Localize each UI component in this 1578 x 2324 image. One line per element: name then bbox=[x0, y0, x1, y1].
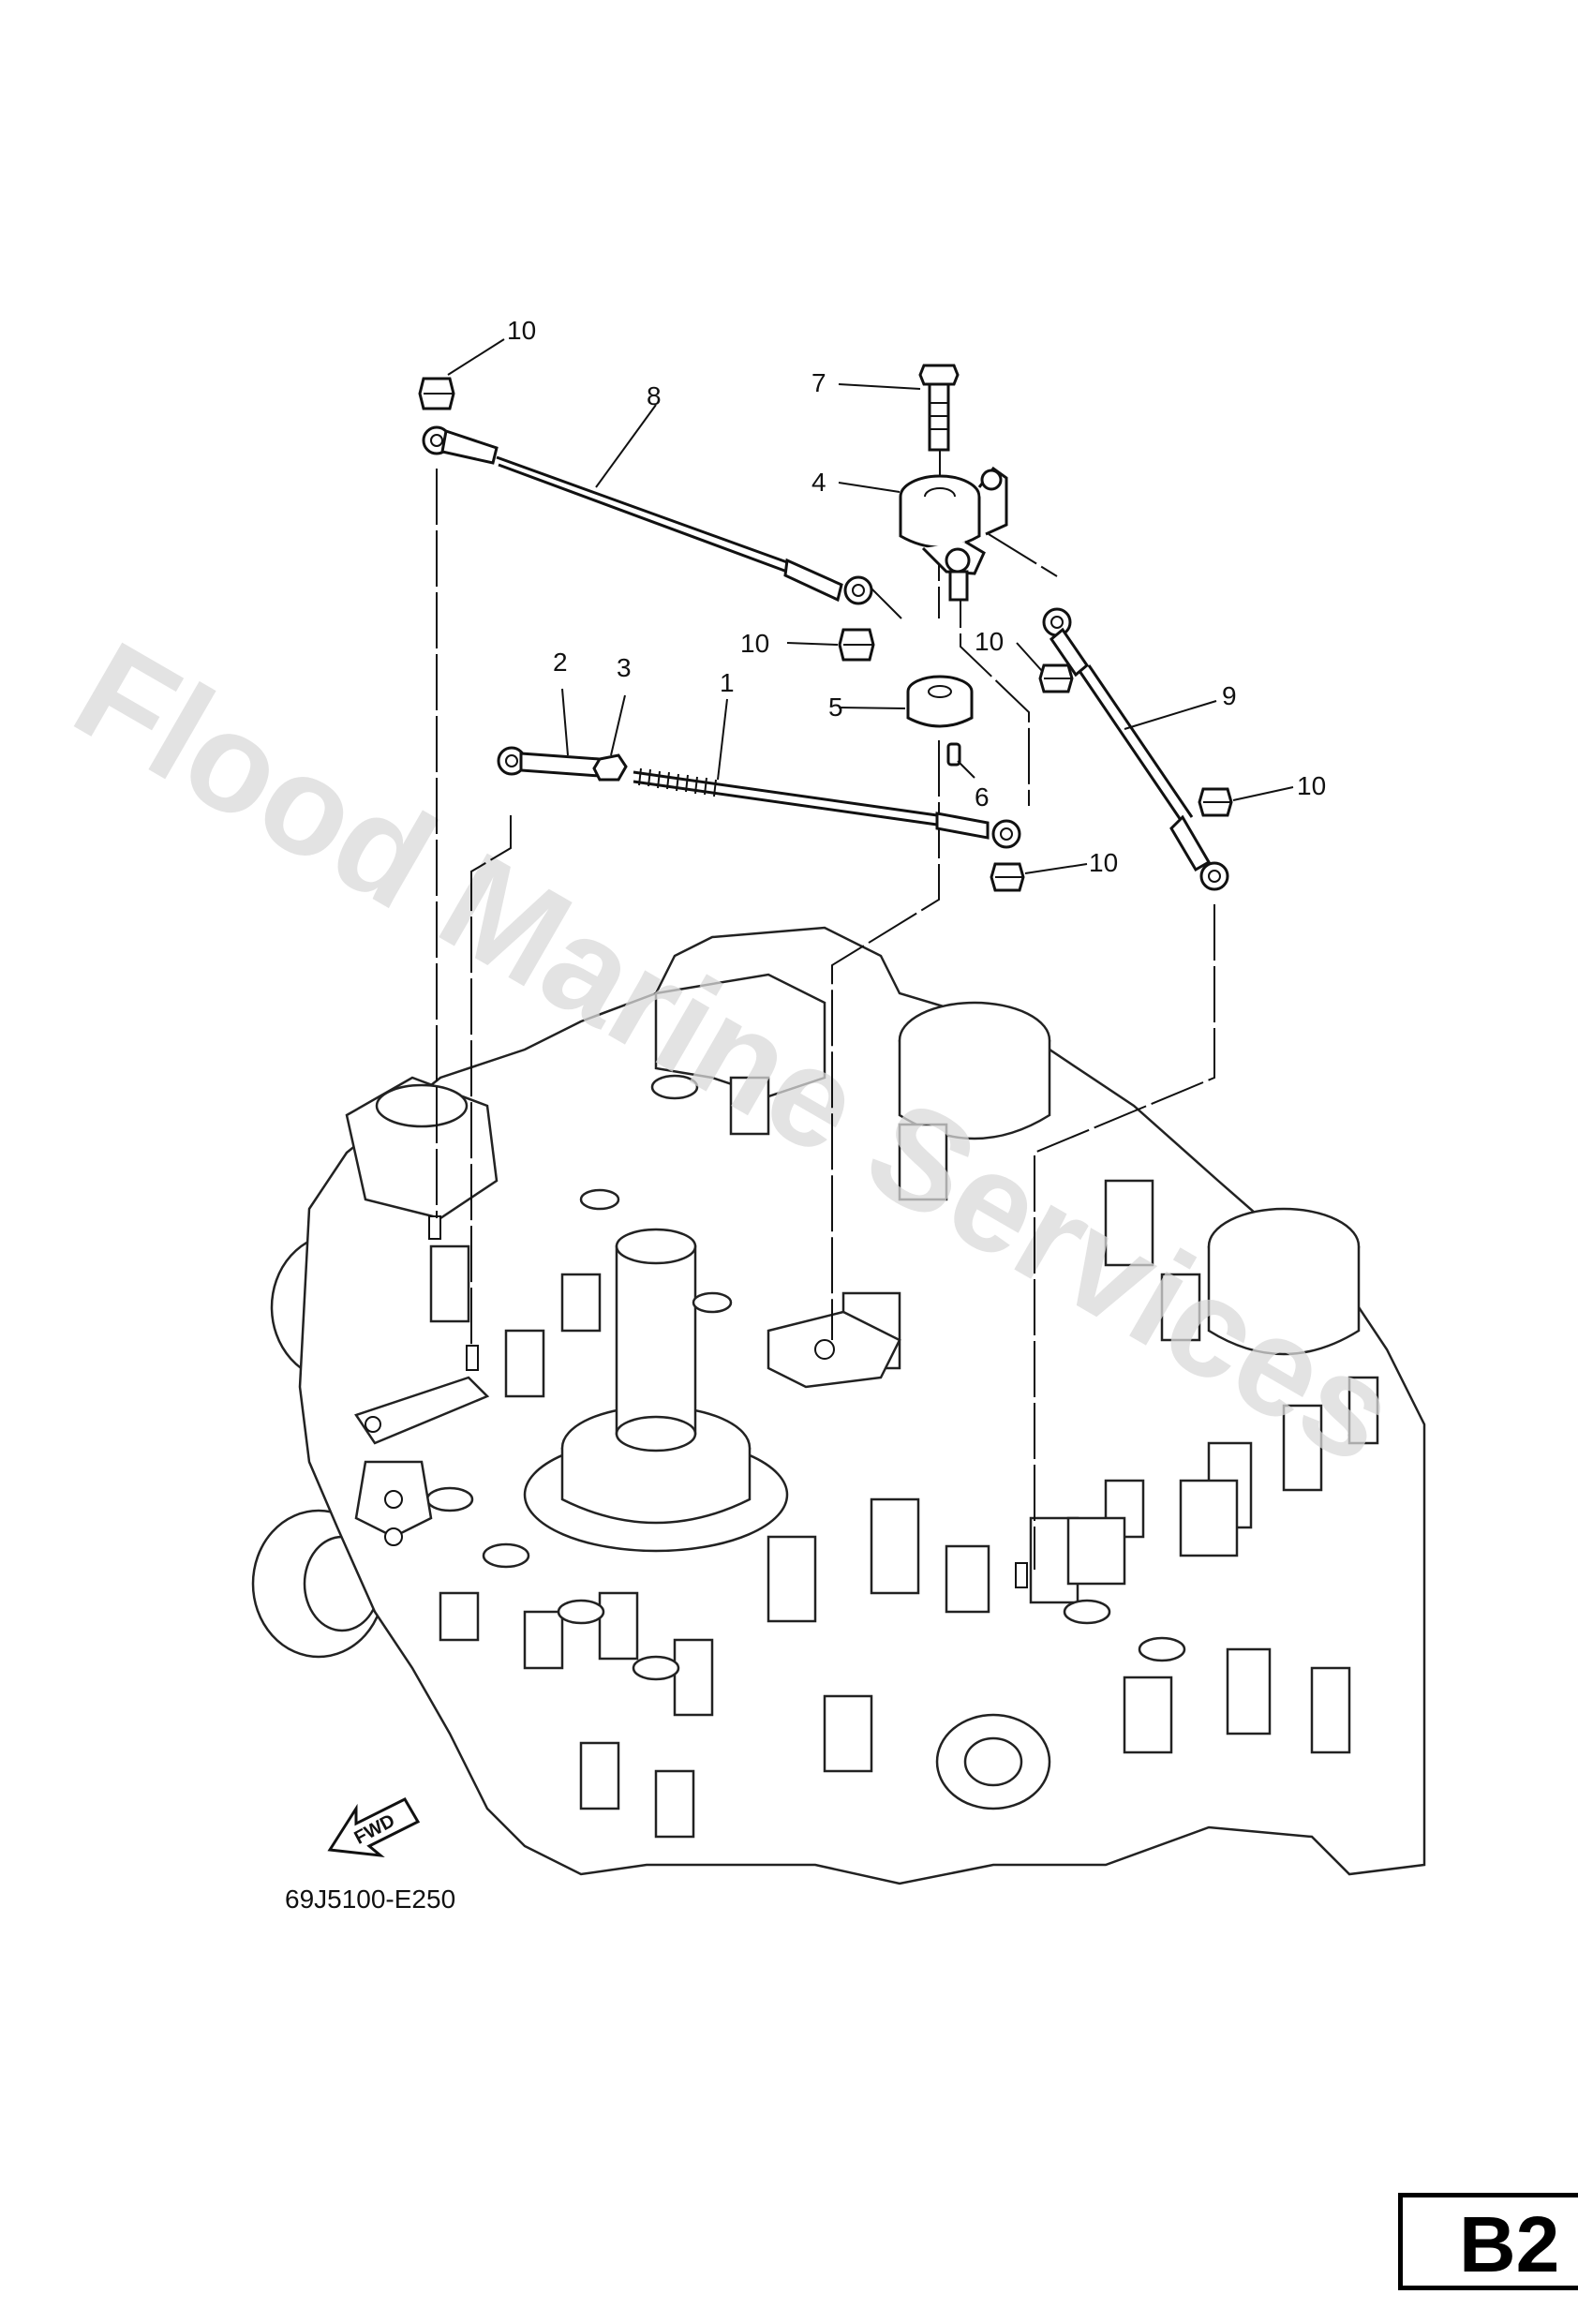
part-9-link-rod bbox=[1042, 607, 1229, 891]
page-tag-box: B2 bbox=[1398, 2193, 1578, 2290]
callout-9: 9 bbox=[1222, 681, 1237, 710]
part-8-link-rod bbox=[422, 425, 873, 605]
part-7-bolt bbox=[918, 364, 960, 452]
callout-10: 10 bbox=[975, 627, 1004, 656]
part-6-pin bbox=[946, 742, 961, 767]
part-3-nut bbox=[592, 753, 628, 782]
part-4-lever-collar bbox=[899, 466, 1008, 602]
callout-5: 5 bbox=[828, 693, 843, 722]
callout-10: 10 bbox=[1089, 848, 1118, 877]
callout-1: 1 bbox=[720, 668, 735, 697]
part-10-nut-right-upper bbox=[1198, 787, 1233, 817]
part-1-threaded-rod bbox=[633, 767, 1021, 849]
diagram-code: 69J5100-E250 bbox=[285, 1885, 455, 1914]
callout-10: 10 bbox=[507, 316, 536, 345]
part-10-nut-near-rod-9 bbox=[1038, 663, 1074, 693]
part-10-nut-lower bbox=[990, 862, 1025, 892]
callout-10: 10 bbox=[1297, 771, 1326, 800]
callout-8: 8 bbox=[647, 381, 662, 410]
callout-6: 6 bbox=[975, 782, 990, 812]
callout-2: 2 bbox=[553, 648, 568, 677]
callout-leader-lines bbox=[447, 338, 1294, 874]
fwd-direction-arrow: FWD bbox=[327, 1797, 421, 1858]
part-5-collar bbox=[906, 675, 974, 728]
engine-cylinder-details bbox=[425, 1074, 1379, 1839]
part-2-rod-end bbox=[497, 746, 602, 778]
callout-3: 3 bbox=[617, 653, 632, 682]
callout-7: 7 bbox=[811, 368, 826, 397]
callout-4: 4 bbox=[811, 468, 826, 497]
part-10-nut-top-left bbox=[418, 377, 455, 410]
part-10-nut-under-rod-8 bbox=[838, 628, 875, 662]
page-tag-label: B2 bbox=[1459, 2200, 1560, 2288]
callout-10: 10 bbox=[740, 629, 769, 658]
engine-block-illustration bbox=[251, 926, 1426, 1885]
callout-numbers: 10 8 7 4 10 10 9 10 5 6 2 3 1 10 bbox=[507, 316, 1326, 877]
